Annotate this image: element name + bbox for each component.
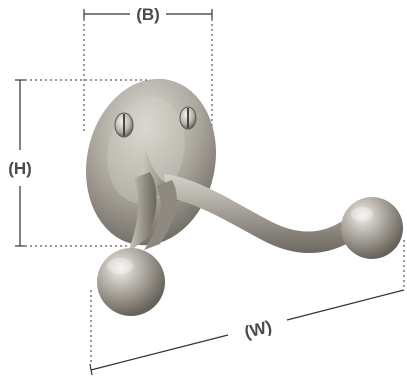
double-robe-hook-icon bbox=[86, 78, 403, 316]
left-screw bbox=[114, 112, 134, 138]
hook-short-arm bbox=[128, 172, 157, 252]
hook-right-ball bbox=[341, 197, 403, 259]
right-screw bbox=[179, 106, 197, 130]
height-dimension-line bbox=[15, 79, 25, 247]
base-extension-lines bbox=[83, 19, 213, 168]
width-extension-lines bbox=[90, 240, 405, 364]
base-dimension-label: (B) bbox=[136, 5, 160, 24]
dimension-lines bbox=[15, 9, 405, 376]
height-dimension-label: (H) bbox=[8, 159, 32, 178]
width-dimension-label: (W) bbox=[243, 317, 274, 342]
width-dimension-line bbox=[89, 289, 405, 376]
hook-long-arm bbox=[164, 174, 350, 254]
height-extension-lines bbox=[25, 79, 152, 247]
hook-left-ball bbox=[97, 248, 165, 316]
base-dimension-line bbox=[83, 9, 213, 19]
